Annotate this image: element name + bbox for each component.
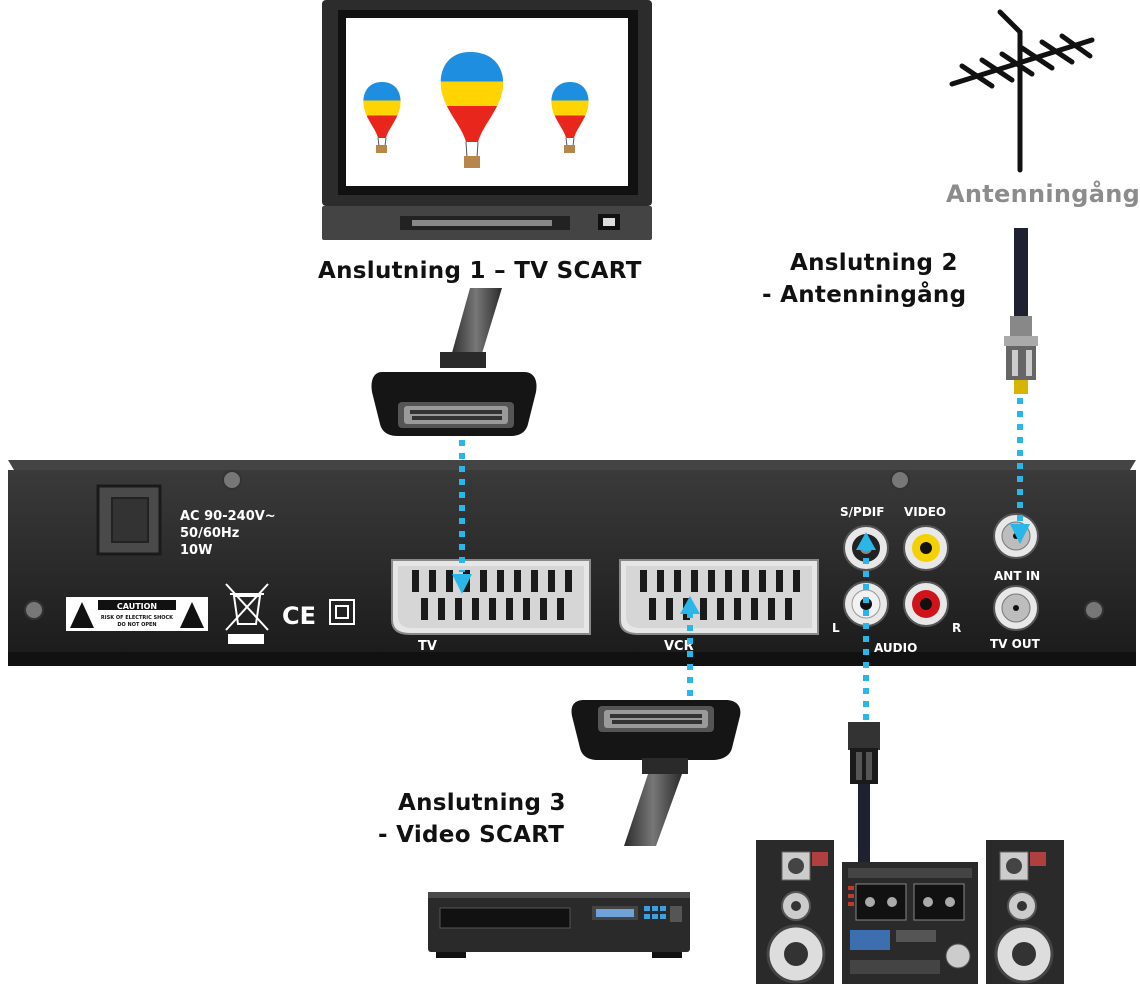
caution-sub2: DO NOT OPEN	[117, 622, 156, 628]
scart-pin	[565, 570, 572, 592]
scart-pin	[734, 598, 741, 620]
class-ii-icon	[329, 599, 355, 625]
screw	[24, 470, 1104, 620]
hot-air-balloon-icon	[440, 52, 504, 168]
antenna-coax-cable	[1004, 228, 1038, 394]
warning-triangle-icon	[180, 602, 204, 628]
caution-label: CAUTION RISK OF ELECTRIC SHOCK DO NOT OP…	[66, 597, 208, 631]
scart-pin	[776, 570, 783, 592]
connection-guides	[459, 398, 1023, 720]
scart-pin	[548, 570, 555, 592]
scart-pin	[455, 598, 462, 620]
caution-sub1: RISK OF ELECTRIC SHOCK	[101, 615, 174, 621]
left-speaker	[756, 840, 834, 984]
scart-pin	[438, 598, 445, 620]
antenna	[949, 9, 1095, 173]
right-speaker	[986, 840, 1064, 984]
connection-2-label-line2: - Antenningång	[762, 282, 967, 308]
audio-left-label: L	[832, 621, 840, 635]
scart-pin	[717, 598, 724, 620]
scart-pin	[523, 598, 530, 620]
scart-pin	[708, 570, 715, 592]
scart-pin	[674, 570, 681, 592]
vcr-port-label: VCR	[664, 639, 694, 654]
stereo-system	[756, 840, 1064, 984]
receiver-back-panel: AC 90-240V~ 50/60Hz 10W CAUTION RISK OF …	[8, 460, 1136, 666]
scart-pin	[506, 598, 513, 620]
connection-2-label-line1: Anslutning 2	[790, 250, 958, 276]
tv-port-label: TV	[418, 639, 437, 654]
hot-air-balloon-icon	[551, 82, 589, 153]
scart-pin	[785, 598, 792, 620]
power-spec-line2: 50/60Hz	[180, 526, 239, 541]
power-spec-line1: AC 90-240V~	[180, 509, 276, 524]
hot-air-balloon-icon	[363, 82, 401, 153]
scart-pin	[640, 570, 647, 592]
scart-pin	[649, 598, 656, 620]
guide-arrowheads	[452, 524, 1030, 614]
scart-pin	[514, 570, 521, 592]
scart-pin	[531, 570, 538, 592]
ant-in-label: ANT IN	[994, 569, 1040, 583]
tv-out-connector	[993, 585, 1039, 631]
vcr-device	[428, 892, 690, 958]
audio-right-label: R	[952, 621, 961, 635]
caution-title: CAUTION	[117, 602, 157, 611]
connection-1-label: Anslutning 1 – TV SCART	[318, 258, 642, 284]
scart-pin	[472, 598, 479, 620]
scart-pin	[446, 570, 453, 592]
scart-pin	[691, 570, 698, 592]
scart-pin	[489, 598, 496, 620]
audio-right-jack	[903, 581, 949, 627]
spdif-cable	[848, 722, 880, 864]
scart-pin	[557, 598, 564, 620]
scart-pin	[759, 570, 766, 592]
connection-3-label-line1: Anslutning 3	[398, 790, 566, 816]
scart-pin	[421, 598, 428, 620]
scart-pin	[429, 570, 436, 592]
ce-mark: CE	[282, 602, 316, 630]
television	[322, 0, 652, 240]
scart-pin	[768, 598, 775, 620]
video-jack	[903, 525, 949, 571]
vcr-scart-cable	[571, 700, 741, 846]
stereo-deck	[842, 862, 978, 984]
antenna-input-label: Antenningång	[946, 180, 1140, 208]
power-spec-line3: 10W	[180, 543, 212, 558]
scart-pin	[497, 570, 504, 592]
scart-pin	[700, 598, 707, 620]
scart-pin	[657, 570, 664, 592]
connection-3-label-line2: - Video SCART	[378, 822, 565, 848]
scart-pin	[793, 570, 800, 592]
audio-label: AUDIO	[874, 641, 917, 655]
scart-pin	[540, 598, 547, 620]
video-label: VIDEO	[904, 505, 946, 519]
tv-scart-port	[391, 559, 591, 635]
scart-pin	[751, 598, 758, 620]
scart-pin	[412, 570, 419, 592]
scart-pin	[480, 570, 487, 592]
scart-pin	[742, 570, 749, 592]
weee-bin-icon	[225, 583, 269, 631]
tv-scart-cable	[371, 288, 537, 436]
scart-pin	[725, 570, 732, 592]
spdif-label: S/PDIF	[840, 505, 884, 519]
scart-pin	[666, 598, 673, 620]
vcr-scart-port	[619, 559, 819, 635]
tv-out-label: TV OUT	[990, 637, 1041, 651]
